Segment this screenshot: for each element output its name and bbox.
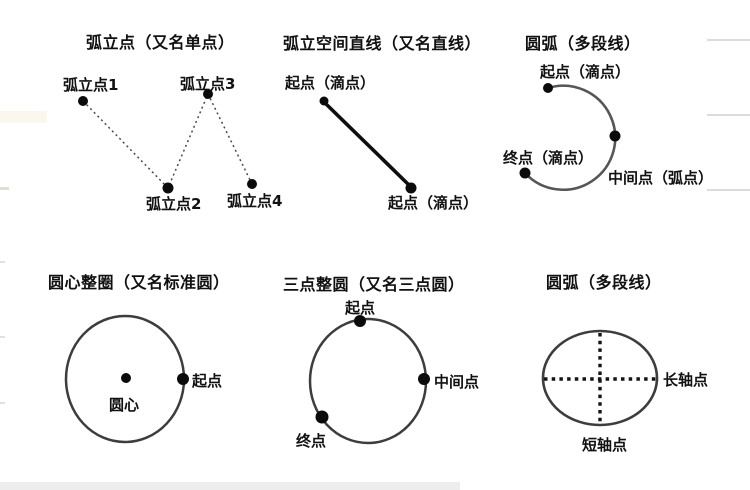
circle-start-dot bbox=[177, 373, 189, 385]
label-tp-end: 终点 bbox=[296, 432, 327, 450]
line-start-dot bbox=[319, 96, 329, 106]
label-point-4: 弧立点4 bbox=[227, 192, 283, 210]
axis-ellipse bbox=[541, 329, 659, 427]
arc-mid-dot bbox=[609, 130, 621, 142]
faint-mark-left-5 bbox=[0, 402, 5, 404]
arc-start-dot bbox=[543, 83, 553, 93]
panel-title-arc-polyline: 圆弧（多段线） bbox=[525, 34, 641, 53]
faint-gridline-right-2 bbox=[707, 114, 750, 116]
panel-title-isolated-points: 弧立点（又名单点） bbox=[86, 33, 235, 52]
dotted-connector-line bbox=[82, 92, 253, 190]
arc-curve bbox=[524, 84, 617, 192]
point-dot-2 bbox=[162, 182, 174, 194]
panel-title-ellipse: 圆弧（多段线） bbox=[546, 273, 662, 292]
point-dot-1 bbox=[78, 96, 88, 106]
label-arc-start: 起点（滴点） bbox=[540, 63, 631, 81]
tp-mid-dot bbox=[418, 373, 430, 385]
circle-center-dot bbox=[121, 373, 131, 383]
label-point-3: 弧立点3 bbox=[180, 75, 236, 93]
label-line-start: 起点（滴点） bbox=[285, 74, 376, 92]
line-end-dot bbox=[405, 182, 417, 194]
space-line bbox=[322, 100, 413, 189]
label-major-axis: 长轴点 bbox=[663, 371, 709, 389]
bottom-edge-strip bbox=[0, 482, 460, 490]
faint-mark-left-1 bbox=[0, 111, 47, 123]
tp-start-dot bbox=[354, 315, 366, 327]
label-arc-mid: 中间点（弧点） bbox=[608, 169, 714, 187]
point-dot-3 bbox=[203, 89, 213, 99]
faint-gridline-right-3 bbox=[707, 189, 750, 191]
panel-title-three-point-circle: 三点整圆（又名三点圆） bbox=[283, 275, 465, 294]
label-point-2: 弧立点2 bbox=[146, 195, 202, 213]
label-point-1: 弧立点1 bbox=[63, 76, 119, 94]
faint-mark-left-2 bbox=[0, 187, 9, 190]
label-circle-start: 起点 bbox=[192, 372, 223, 390]
point-dot-4 bbox=[247, 179, 257, 189]
label-tp-mid: 中间点 bbox=[434, 373, 480, 391]
label-line-end: 起点（滴点） bbox=[388, 194, 479, 212]
label-tp-start: 起点 bbox=[345, 299, 376, 317]
label-circle-center: 圆心 bbox=[109, 396, 140, 414]
panel-title-center-circle: 圆心整圈（又名标准圆） bbox=[48, 273, 230, 292]
arc-end-dot bbox=[519, 167, 531, 179]
faint-gridline-right-1 bbox=[707, 39, 750, 41]
tp-end-dot bbox=[315, 410, 329, 424]
label-arc-end: 终点（滴点） bbox=[503, 149, 594, 167]
faint-mark-left-3 bbox=[0, 261, 5, 263]
panel-title-space-line: 弧立空间直线（又名直线） bbox=[283, 34, 482, 53]
label-minor-axis: 短轴点 bbox=[582, 436, 628, 454]
three-point-circle bbox=[308, 317, 428, 445]
faint-mark-left-4 bbox=[0, 336, 5, 338]
